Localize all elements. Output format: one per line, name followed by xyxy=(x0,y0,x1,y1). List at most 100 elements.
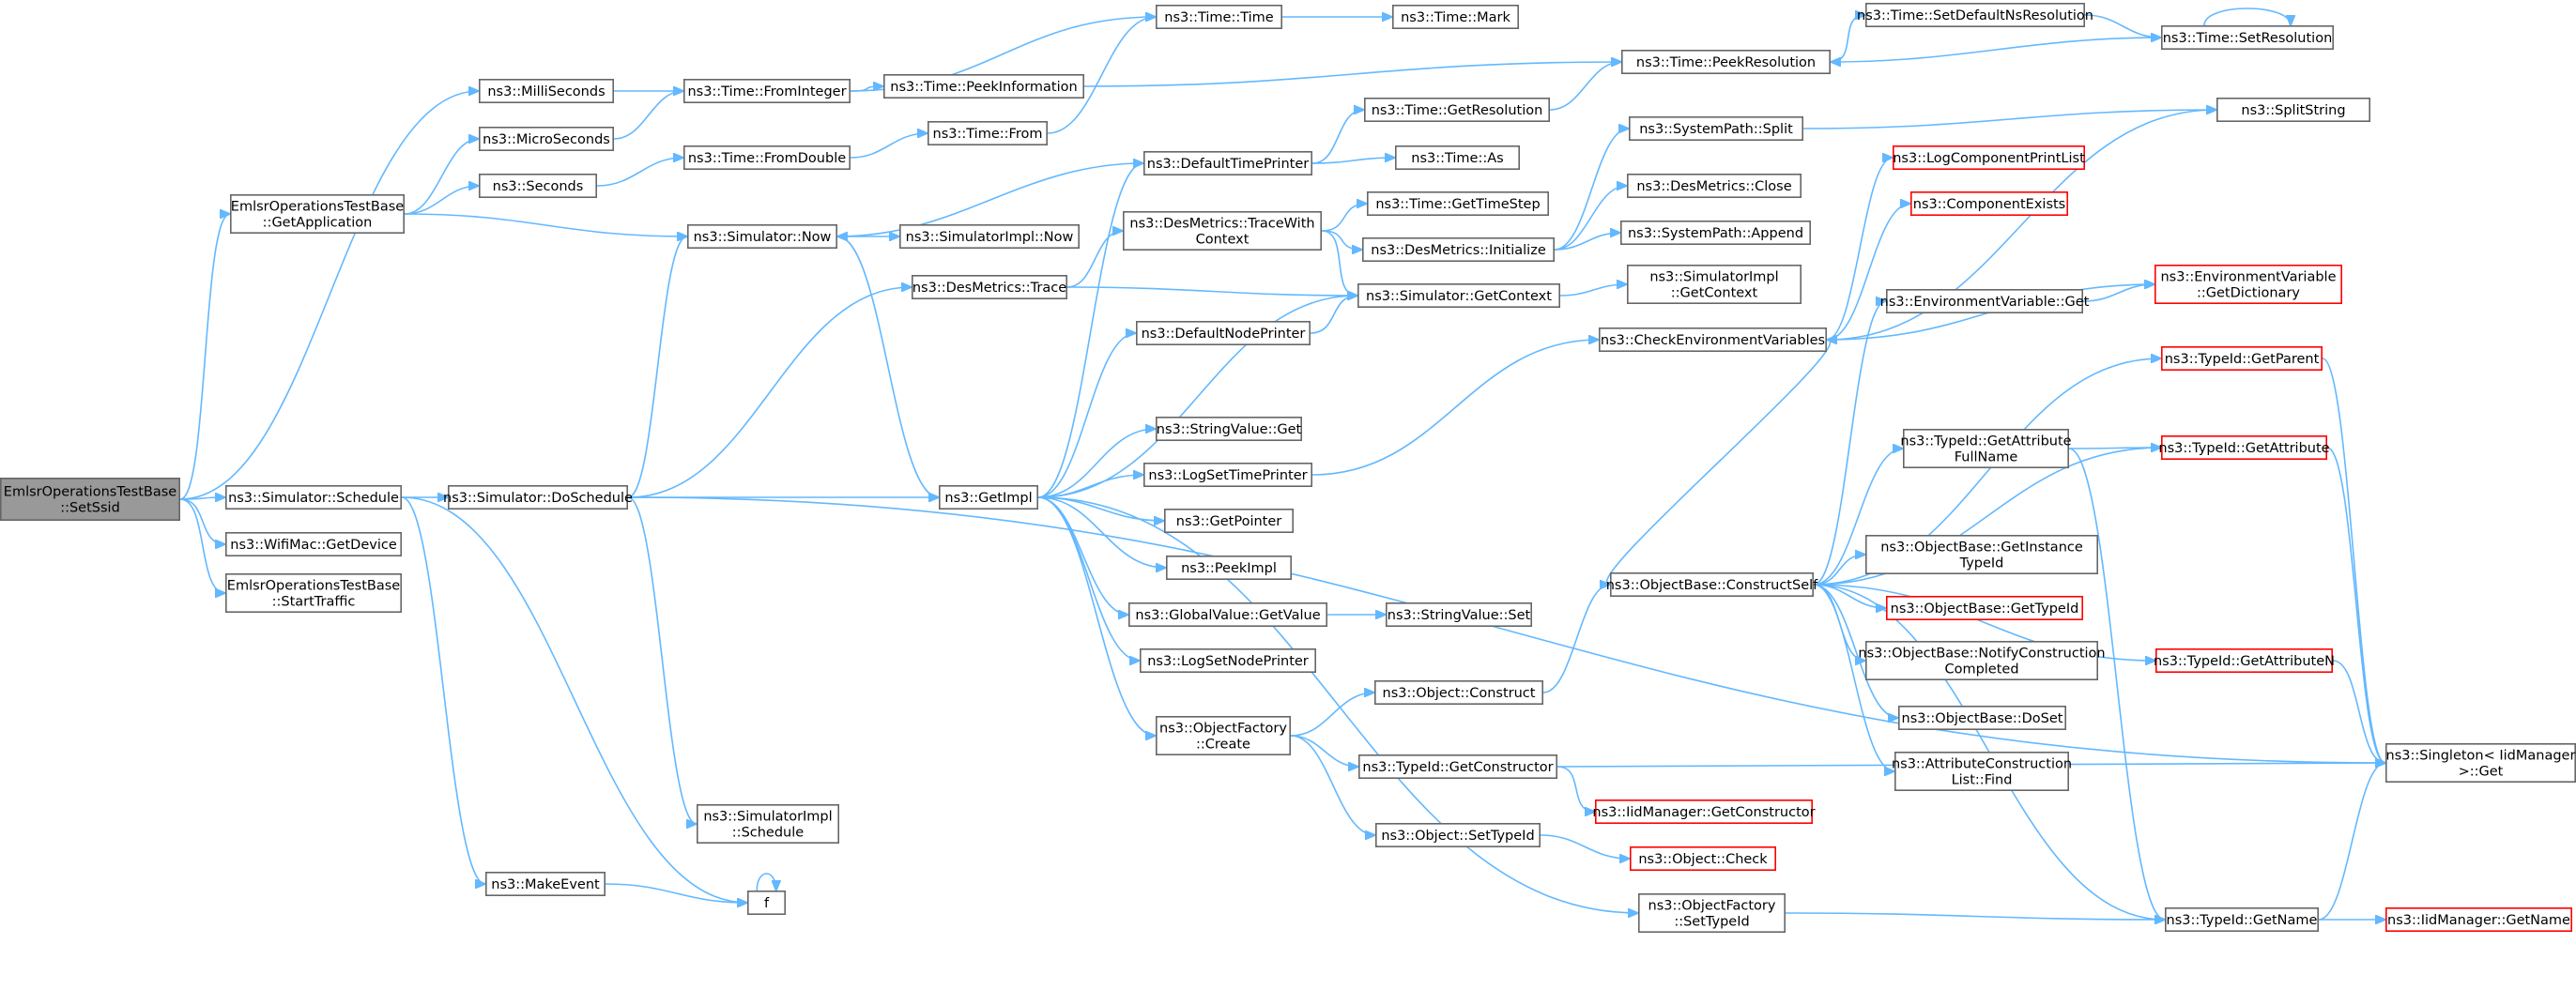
node-label: ns3::TypeId::GetParent xyxy=(2165,352,2320,367)
node-dosched[interactable]: ns3::Simulator::DoSchedule xyxy=(443,484,633,510)
node-tidgetname[interactable]: ns3::TypeId::GetName xyxy=(2165,906,2320,932)
node-simnow[interactable]: ns3::Simulator::Now xyxy=(686,224,837,250)
node-getres[interactable]: ns3::Time::GetResolution xyxy=(1364,98,1551,123)
node-logtime[interactable]: ns3::LogSetTimePrinter xyxy=(1143,462,1313,487)
node-fromint[interactable]: ns3::Time::FromInteger xyxy=(682,79,851,104)
node-objconstruct[interactable]: ns3::Object::Construct xyxy=(1374,679,1544,705)
node-label: Completed xyxy=(1944,662,2018,678)
node-label: ns3::AttributeConstruction xyxy=(1892,757,2072,772)
node-label: ::StartTraffic xyxy=(272,595,356,610)
node-implctx[interactable]: ns3::SimulatorImpl::GetContext xyxy=(1627,264,1802,304)
node-envdict[interactable]: ns3::EnvironmentVariable::GetDictionary xyxy=(2154,264,2343,304)
node-label: ns3::Simulator::Schedule xyxy=(228,491,399,506)
node-setssid[interactable]: EmlsrOperationsTestBase::SetSsid xyxy=(0,477,180,521)
node-gettimestep[interactable]: ns3::Time::GetTimeStep xyxy=(1367,191,1550,217)
node-tidparent[interactable]: ns3::TypeId::GetParent xyxy=(2161,345,2323,371)
node-notify[interactable]: ns3::ObjectBase::NotifyConstructionCompl… xyxy=(1858,640,2106,680)
node-simctx[interactable]: ns3::Simulator::GetContext xyxy=(1357,282,1561,308)
node-label: >::Get xyxy=(2459,765,2504,780)
node-defnode[interactable]: ns3::DefaultNodePrinter xyxy=(1136,320,1311,345)
node-iidctor[interactable]: ns3::IidManager::GetConstructor xyxy=(1592,799,1816,824)
edge-checkenv-to-compexists xyxy=(1826,204,1910,341)
node-checkenv[interactable]: ns3::CheckEnvironmentVariables xyxy=(1599,327,1828,352)
node-peekres[interactable]: ns3::Time::PeekResolution xyxy=(1621,49,1832,74)
node-getimpl[interactable]: ns3::GetImpl xyxy=(938,484,1038,510)
node-milli[interactable]: ns3::MilliSeconds xyxy=(478,79,614,104)
node-from[interactable]: ns3::Time::From xyxy=(927,121,1048,146)
node-starttraffic[interactable]: EmlsrOperationsTestBase::StartTraffic xyxy=(225,572,402,613)
node-getdevice[interactable]: ns3::WifiMac::GetDevice xyxy=(225,531,402,556)
node-splitstr[interactable]: ns3::SplitString xyxy=(2216,98,2371,123)
node-iidname[interactable]: ns3::IidManager::GetName xyxy=(2385,906,2573,932)
edge-tidattrfull-to-tidgetname xyxy=(2068,448,2165,920)
node-peekimpl[interactable]: ns3::PeekImpl xyxy=(1166,555,1293,580)
node-as[interactable]: ns3::Time::As xyxy=(1395,145,1521,171)
node-box xyxy=(1143,462,1313,487)
node-desclose[interactable]: ns3::DesMetrics::Close xyxy=(1627,174,1802,199)
node-label: ns3::Time::FromDouble xyxy=(688,151,846,166)
node-seconds[interactable]: ns3::Seconds xyxy=(478,174,597,199)
edge-setssid-to-schedule xyxy=(179,497,225,499)
node-peekinfo[interactable]: ns3::Time::PeekInformation xyxy=(882,74,1084,99)
node-mark[interactable]: ns3::Time::Mark xyxy=(1392,5,1520,29)
node-f[interactable]: f xyxy=(746,890,786,915)
node-tidattr[interactable]: ns3::TypeId::GetAttribute xyxy=(2158,434,2330,460)
node-strset[interactable]: ns3::StringValue::Set xyxy=(1386,601,1533,627)
node-tidattrn[interactable]: ns3::TypeId::GetAttributeN xyxy=(2154,647,2335,673)
node-getapp[interactable]: EmlsrOperationsTestBase::GetApplication xyxy=(230,194,405,235)
node-gvget[interactable]: ns3::GlobalValue::GetValue xyxy=(1128,601,1328,627)
node-implsched[interactable]: ns3::SimulatorImpl::Schedule xyxy=(696,803,839,844)
node-construct[interactable]: ns3::ObjectBase::ConstructSelf xyxy=(1606,571,1818,597)
node-schedule[interactable]: ns3::Simulator::Schedule xyxy=(225,484,402,510)
node-box xyxy=(1865,534,2099,574)
node-label: ::GetDictionary xyxy=(2197,286,2300,301)
node-makeevent[interactable]: ns3::MakeEvent xyxy=(484,871,606,896)
node-micro[interactable]: ns3::MicroSeconds xyxy=(478,127,614,152)
node-setres[interactable]: ns3::Time::SetResolution xyxy=(2161,24,2335,50)
node-compexists[interactable]: ns3::ComponentExists xyxy=(1910,191,2069,217)
node-time[interactable]: ns3::Time::Time xyxy=(1156,5,1283,29)
node-box xyxy=(1156,715,1292,755)
edge-deftime-to-simnow xyxy=(837,162,1144,236)
node-ofsettid[interactable]: ns3::ObjectFactory::SetTypeId xyxy=(1638,892,1786,933)
edge-tidgetname-to-singleton xyxy=(2318,763,2385,921)
edge-getapp-to-micro xyxy=(404,139,479,215)
node-strget[interactable]: ns3::StringValue::Get xyxy=(1156,416,1303,441)
node-label: ::SetTypeId xyxy=(1674,915,1749,930)
edge-objconstruct-to-construct xyxy=(1542,585,1610,693)
node-getptr[interactable]: ns3::GetPointer xyxy=(1164,508,1295,533)
node-lognode[interactable]: ns3::LogSetNodePrinter xyxy=(1140,647,1317,673)
node-label: ns3::DefaultNodePrinter xyxy=(1142,327,1306,342)
node-envget[interactable]: ns3::EnvironmentVariable::Get xyxy=(1880,288,2090,313)
node-objsettid[interactable]: ns3::Object::SetTypeId xyxy=(1375,822,1541,847)
node-doset[interactable]: ns3::ObjectBase::DoSet xyxy=(1898,705,2067,730)
node-pathappend[interactable]: ns3::SystemPath::Append xyxy=(1620,221,1812,246)
node-box xyxy=(2385,742,2576,783)
node-singleton[interactable]: ns3::Singleton< IidManager >::Get xyxy=(2385,742,2576,783)
node-label: ns3::LogSetTimePrinter xyxy=(1148,468,1307,483)
node-label: Context xyxy=(1196,233,1250,248)
node-ofcreate[interactable]: ns3::ObjectFactory::Create xyxy=(1156,715,1292,755)
node-pathsplit[interactable]: ns3::SystemPath::Split xyxy=(1629,116,1804,142)
node-box xyxy=(1894,751,2070,791)
node-box xyxy=(938,484,1038,510)
node-tidctor[interactable]: ns3::TypeId::GetConstructor xyxy=(1358,754,1558,779)
node-box xyxy=(1910,191,2069,217)
node-setdefns[interactable]: ns3::Time::SetDefaultNsResolution xyxy=(1857,2,2093,27)
node-box xyxy=(1886,288,2084,313)
node-objcheck[interactable]: ns3::Object::Check xyxy=(1630,845,1777,871)
node-destrace[interactable]: ns3::DesMetrics::Trace xyxy=(911,274,1067,299)
node-box xyxy=(1893,145,2086,171)
node-desinit[interactable]: ns3::DesMetrics::Initialize xyxy=(1362,237,1556,263)
node-fromdouble[interactable]: ns3::Time::FromDouble xyxy=(682,145,851,171)
node-implnow[interactable]: ns3::SimulatorImpl::Now xyxy=(898,224,1080,250)
node-obgettid[interactable]: ns3::ObjectBase::GetTypeId xyxy=(1886,595,2084,620)
node-deftime[interactable]: ns3::DefaultTimePrinter xyxy=(1143,151,1313,176)
node-logprint[interactable]: ns3::LogComponentPrintList xyxy=(1893,145,2086,171)
node-label: ns3::Time::As xyxy=(1411,151,1503,166)
edge-tidattr-to-singleton xyxy=(2326,447,2385,763)
